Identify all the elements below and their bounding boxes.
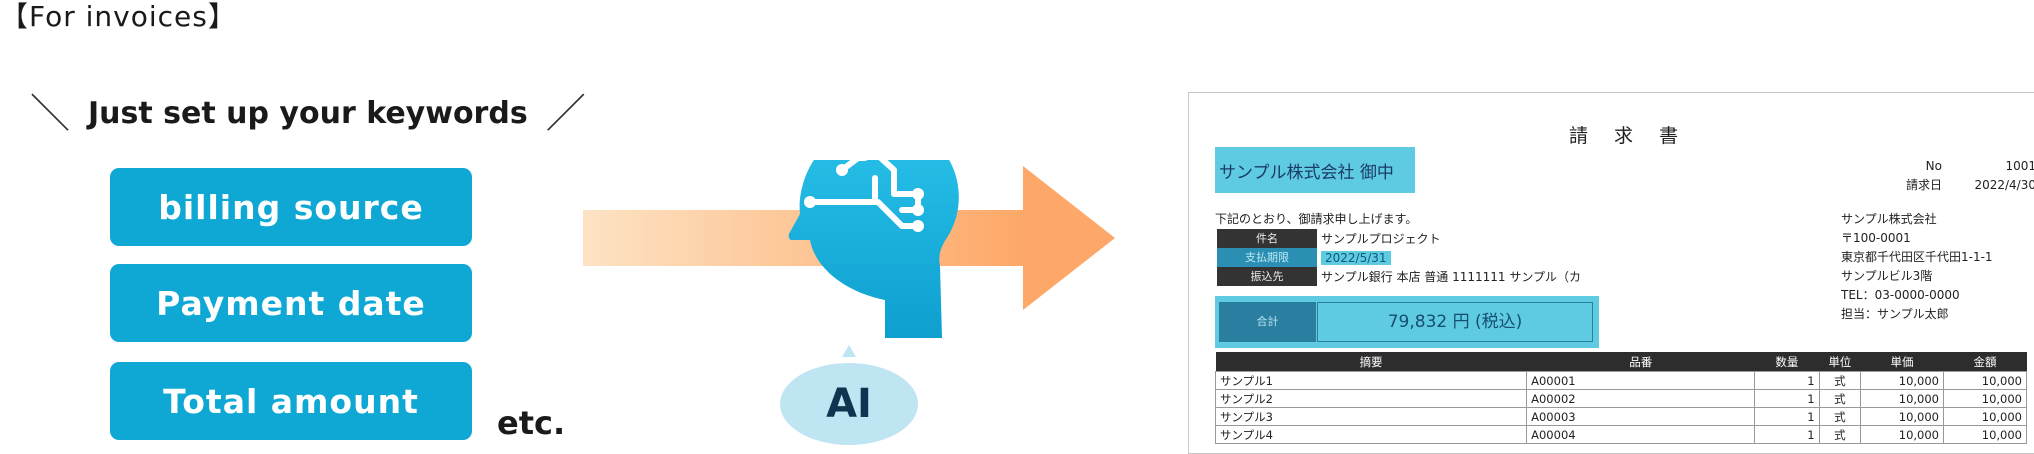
table-row: サンプル1 A00001 1 式 10,000 10,000	[1214, 371, 2027, 390]
sender-line: 東京都千代田区千代田1-1-1	[1841, 250, 1993, 264]
col-header: 品番	[1526, 352, 1755, 372]
keyword-billing-source: billing source	[110, 168, 472, 246]
cell: 式	[1818, 389, 1862, 408]
etc-label: etc.	[497, 404, 566, 442]
info-row-subject: 件名 サンプルプロジェクト	[1217, 229, 1441, 248]
table-header-row: 摘要 品番 数量 単位 単価 金額	[1215, 352, 2027, 372]
sender-line: 担当：サンプル太郎	[1841, 307, 1949, 321]
invoice-date-value: 2022/4/30	[1974, 178, 2034, 192]
info-label: 件名	[1217, 229, 1317, 248]
invoice-no: No 1001	[1884, 157, 2034, 176]
cell: サンプル2	[1214, 389, 1528, 408]
total-value: 79,832 円 (税込)	[1317, 302, 1593, 342]
col-header: 摘要	[1215, 352, 1527, 372]
info-row-bank: 振込先 サンプル銀行 本店 普通 1111111 サンプル（カ	[1217, 267, 1581, 286]
info-value-highlight: 2022/5/31	[1321, 250, 1391, 265]
cell: サンプル3	[1214, 407, 1528, 426]
invoice-no-value: 1001	[2005, 159, 2034, 173]
cell: サンプル4	[1214, 425, 1528, 444]
flow-graphic	[583, 160, 1115, 338]
table-row: サンプル4 A00004 1 式 10,000 10,000	[1214, 425, 2027, 444]
tagline: ＼ Just set up your keywords ／	[30, 94, 586, 134]
info-label: 振込先	[1217, 267, 1317, 286]
col-header: 単価	[1860, 352, 1944, 372]
sender-line: サンプル株式会社	[1841, 212, 1937, 226]
section-title: 【For invoices】	[0, 0, 237, 33]
customer-name-highlight: サンプル株式会社 御中	[1215, 147, 1415, 193]
cell: 式	[1818, 371, 1862, 390]
invoice-date-label: 請求日	[1905, 178, 1942, 192]
cell: 1	[1754, 407, 1820, 426]
keyword-total-amount: Total amount	[110, 362, 472, 440]
cell: サンプル1	[1214, 371, 1528, 390]
sender-address: サンプル株式会社 〒100-0001 東京都千代田区千代田1-1-1 サンプルビ…	[1841, 210, 1993, 324]
tagline-text: Just set up your keywords	[88, 96, 528, 131]
invoice-date: 請求日 2022/4/30	[1884, 176, 2034, 195]
invoice-no-label: No	[1925, 159, 1942, 173]
info-value: サンプルプロジェクト	[1321, 232, 1441, 246]
info-row-payment-due: 支払期限 2022/5/31	[1217, 248, 1391, 267]
cell: 10,000	[1860, 425, 1944, 444]
table-row: サンプル3 A00003 1 式 10,000 10,000	[1214, 407, 2027, 426]
line-items-table: 摘要 品番 数量 単位 単価 金額 サンプル1 A00001 1 式 10,00…	[1214, 352, 2027, 444]
cell: 1	[1754, 371, 1820, 390]
invoice-title: 請 求 書	[1569, 125, 1689, 147]
ai-brain-head-icon	[788, 160, 959, 338]
ai-speech-bubble: AI	[780, 345, 918, 445]
cell: 10,000	[1943, 389, 2027, 408]
total-label: 合計	[1219, 302, 1316, 342]
cell: 式	[1818, 425, 1862, 444]
cell: 10,000	[1943, 425, 2027, 444]
sender-line: サンプルビル3階	[1841, 269, 1933, 283]
col-header: 単位	[1819, 352, 1861, 372]
col-header: 数量	[1754, 352, 1820, 372]
cell: 10,000	[1860, 407, 1944, 426]
tagline-right-slash: ／	[545, 91, 586, 137]
cell: 10,000	[1943, 371, 2027, 390]
total-amount-highlight: 合計 79,832 円 (税込)	[1215, 296, 1599, 348]
cell: 1	[1754, 389, 1820, 408]
cell: A00002	[1526, 389, 1756, 408]
keyword-payment-date: Payment date	[110, 264, 472, 342]
cell: A00003	[1526, 407, 1756, 426]
col-header: 金額	[1943, 352, 2027, 372]
info-value: サンプル銀行 本店 普通 1111111 サンプル（カ	[1321, 270, 1581, 284]
sender-line: 〒100-0001	[1841, 231, 1911, 245]
cell: A00004	[1526, 425, 1756, 444]
cell: A00001	[1526, 371, 1756, 390]
cell: 1	[1754, 425, 1820, 444]
cell: 10,000	[1860, 389, 1944, 408]
table-row: サンプル2 A00002 1 式 10,000 10,000	[1214, 389, 2027, 408]
cell: 10,000	[1943, 407, 2027, 426]
info-label: 支払期限	[1217, 248, 1317, 267]
sender-line: TEL：03-0000-0000	[1841, 288, 1960, 302]
cell: 式	[1818, 407, 1862, 426]
ai-label: AI	[826, 381, 872, 427]
cell: 10,000	[1860, 371, 1944, 390]
invoice-document: 請 求 書 サンプル株式会社 御中 No 1001 請求日 2022/4/30 下記…	[1188, 92, 2034, 454]
invoice-intro: 下記のとおり、御請求申し上げます。	[1215, 212, 1418, 226]
tagline-left-slash: ＼	[30, 91, 70, 137]
